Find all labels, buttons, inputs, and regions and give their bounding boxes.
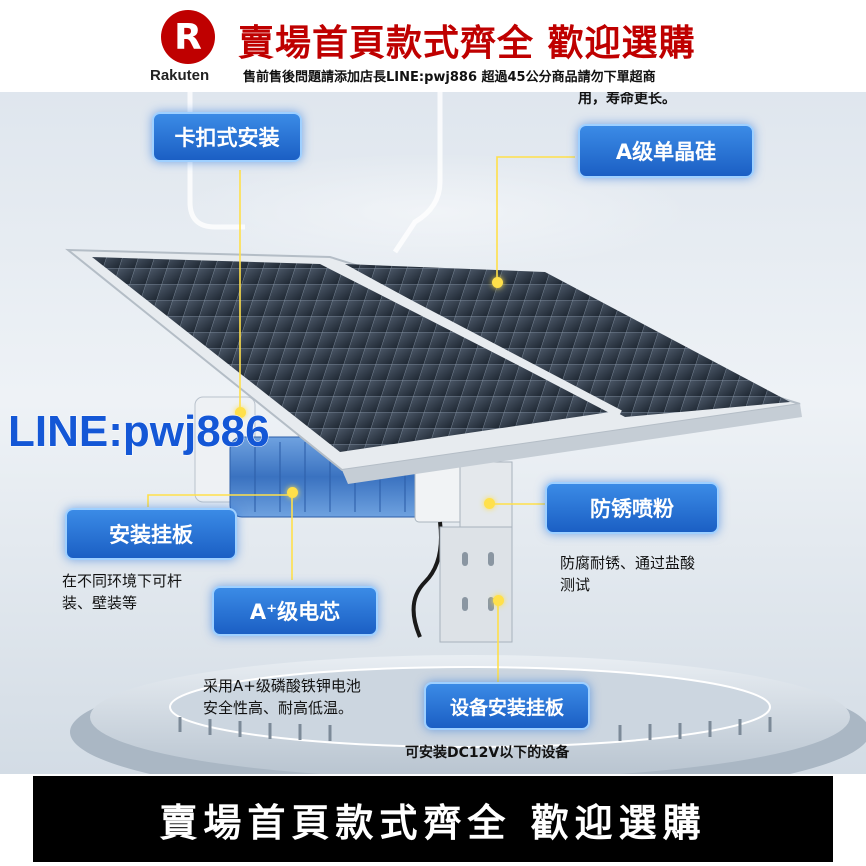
callout-device-plate: 设备安装挂板 (424, 682, 590, 730)
desc-anti-rust: 防腐耐锈、通过盐酸 测试 (560, 552, 695, 596)
marker-dot (287, 487, 298, 498)
logo-letter: R (174, 16, 202, 58)
product-scene: 用，寿命更长。 卡扣式安装 A级单晶硅 安装挂板 防锈喷粉 A⁺级电芯 设备安装… (0, 92, 866, 774)
callout-anti-rust: 防锈喷粉 (545, 482, 719, 534)
desc-battery: 采用A+级磷酸铁钾电池 安全性高、耐高低温。 (203, 675, 361, 719)
desc-line: 采用A+级磷酸铁钾电池 (203, 677, 361, 695)
callout-battery: A⁺级电芯 (212, 586, 378, 636)
desc-line: 安全性高、耐高低温。 (203, 699, 354, 717)
desc-device-plate: 可安装DC12V以下的设备 (405, 745, 570, 761)
top-cropped-text: 用，寿命更长。 (578, 92, 676, 107)
callout-mount-plate: 安装挂板 (65, 508, 237, 560)
marker-dot (493, 595, 504, 606)
desc-line: 测试 (560, 576, 591, 594)
desc-line: 防腐耐锈、通过盐酸 (560, 554, 696, 572)
rakuten-logo[interactable]: R (161, 10, 215, 64)
callout-mono-silicon: A级单晶硅 (578, 124, 754, 178)
footer-banner: 賣場首頁款式齊全 歡迎選購 (33, 776, 833, 862)
header-title: 賣場首頁款式齊全 歡迎選購 (238, 23, 696, 64)
header-banner: R Rakuten 賣場首頁款式齊全 歡迎選購 售前售後問題請添加店長LINE:… (0, 0, 866, 92)
desc-mount-plate: 在不同环境下可杆 装、壁装等 (62, 570, 182, 614)
header-notice: 售前售後問題請添加店長LINE:pwj886 超過45公分商品請勿下單超商 (243, 70, 656, 85)
desc-line: 装、壁装等 (62, 594, 138, 612)
marker-dot (484, 498, 495, 509)
marker-dot (492, 277, 503, 288)
logo-wordmark: Rakuten (150, 67, 210, 84)
callout-clip-mount: 卡扣式安装 (152, 112, 302, 162)
desc-line: 在不同环境下可杆 (62, 572, 183, 590)
marker-dot (235, 407, 246, 418)
line-id-watermark: LINE:pwj886 (8, 407, 271, 457)
footer-title: 賣場首頁款式齊全 歡迎選購 (159, 800, 707, 845)
